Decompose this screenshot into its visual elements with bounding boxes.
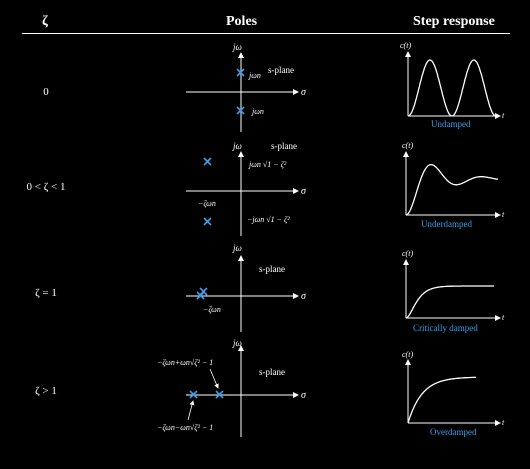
t-label: t <box>502 418 505 427</box>
jw-axis-label: jω <box>232 141 242 151</box>
step-plot-overdamped: c(t) t Overdamped <box>402 350 505 437</box>
response-curve <box>405 285 494 319</box>
pole-plot-overdamped: jω s-plane σ −ζωn+ωn√ζ² − 1 −ζωn−ωn√ζ² −… <box>157 338 307 437</box>
pole-label-right: −ζωn+ωn√ζ² − 1 <box>157 358 213 367</box>
step-plot-underdamped: c(t) t Underdamped <box>402 141 505 229</box>
pole-plot-undamped: jω s-plane σ jωn jωn <box>186 42 307 132</box>
pole-marker <box>199 287 208 296</box>
zeta-label-underdamped: 0 < ζ < 1 <box>26 181 66 193</box>
header-poles: Poles <box>226 14 258 29</box>
pole-label-real: −ζωn <box>198 199 216 208</box>
pole-marker <box>203 217 212 226</box>
ct-label: c(t) <box>400 41 411 50</box>
zeta-label-undamped: 0 <box>43 86 49 98</box>
response-curve <box>407 59 499 117</box>
pole-label-upper: jωn √1 − ζ² <box>248 160 287 169</box>
pointer-arrow <box>209 368 219 389</box>
ct-label: c(t) <box>402 141 413 150</box>
pole-label-real: −ζωn <box>203 305 221 314</box>
pole-marker <box>236 106 245 115</box>
pole-marker <box>189 390 198 399</box>
pole-marker <box>236 68 245 77</box>
sigma-label: σ <box>301 390 307 401</box>
jw-axis-label: jω <box>232 243 242 253</box>
caption-underdamped: Underdamped <box>421 219 472 229</box>
zeta-label-overdamped: ζ > 1 <box>35 385 57 397</box>
pointer-arrow <box>187 400 195 421</box>
s-plane-label: s-plane <box>271 141 297 151</box>
caption-critical: Critically damped <box>413 323 478 333</box>
sigma-label: σ <box>301 186 307 197</box>
zeta-label-critical: ζ = 1 <box>35 287 57 299</box>
pole-plot-critical: jω s-plane σ −ζωn <box>186 243 307 332</box>
ct-label: c(t) <box>402 350 413 359</box>
s-plane-label: s-plane <box>259 264 285 274</box>
jw-axis-label: jω <box>232 338 242 348</box>
header-zeta: ζ <box>42 14 48 29</box>
t-label: t <box>502 111 505 120</box>
pole-label-upper: jωn <box>248 71 261 80</box>
pole-label-lower: jωn <box>251 107 264 116</box>
response-curve <box>405 163 499 216</box>
response-curve <box>407 376 476 424</box>
step-plot-undamped: c(t) t Undamped <box>400 41 505 129</box>
ct-label: c(t) <box>402 249 413 258</box>
s-plane-label: s-plane <box>268 65 294 75</box>
caption-undamped: Undamped <box>431 119 471 129</box>
sigma-label: σ <box>301 87 307 98</box>
sigma-label: σ <box>301 291 307 302</box>
pole-plot-underdamped: jω s-plane σ jωn √1 − ζ² −ζωn −jωn √1 − … <box>186 141 307 236</box>
step-plot-critical: c(t) t Critically damped <box>402 249 505 333</box>
t-label: t <box>502 210 505 219</box>
t-label: t <box>502 313 505 322</box>
header-divider <box>22 33 510 34</box>
s-plane-label: s-plane <box>259 367 285 377</box>
pole-marker <box>215 390 224 399</box>
pole-marker <box>203 157 212 166</box>
pole-label-lower: −jωn √1 − ζ² <box>247 215 290 224</box>
header-step-response: Step response <box>413 14 495 29</box>
jw-axis-label: jω <box>232 42 242 52</box>
caption-overdamped: Overdamped <box>430 427 477 437</box>
pole-label-left: −ζωn−ωn√ζ² − 1 <box>157 423 213 432</box>
